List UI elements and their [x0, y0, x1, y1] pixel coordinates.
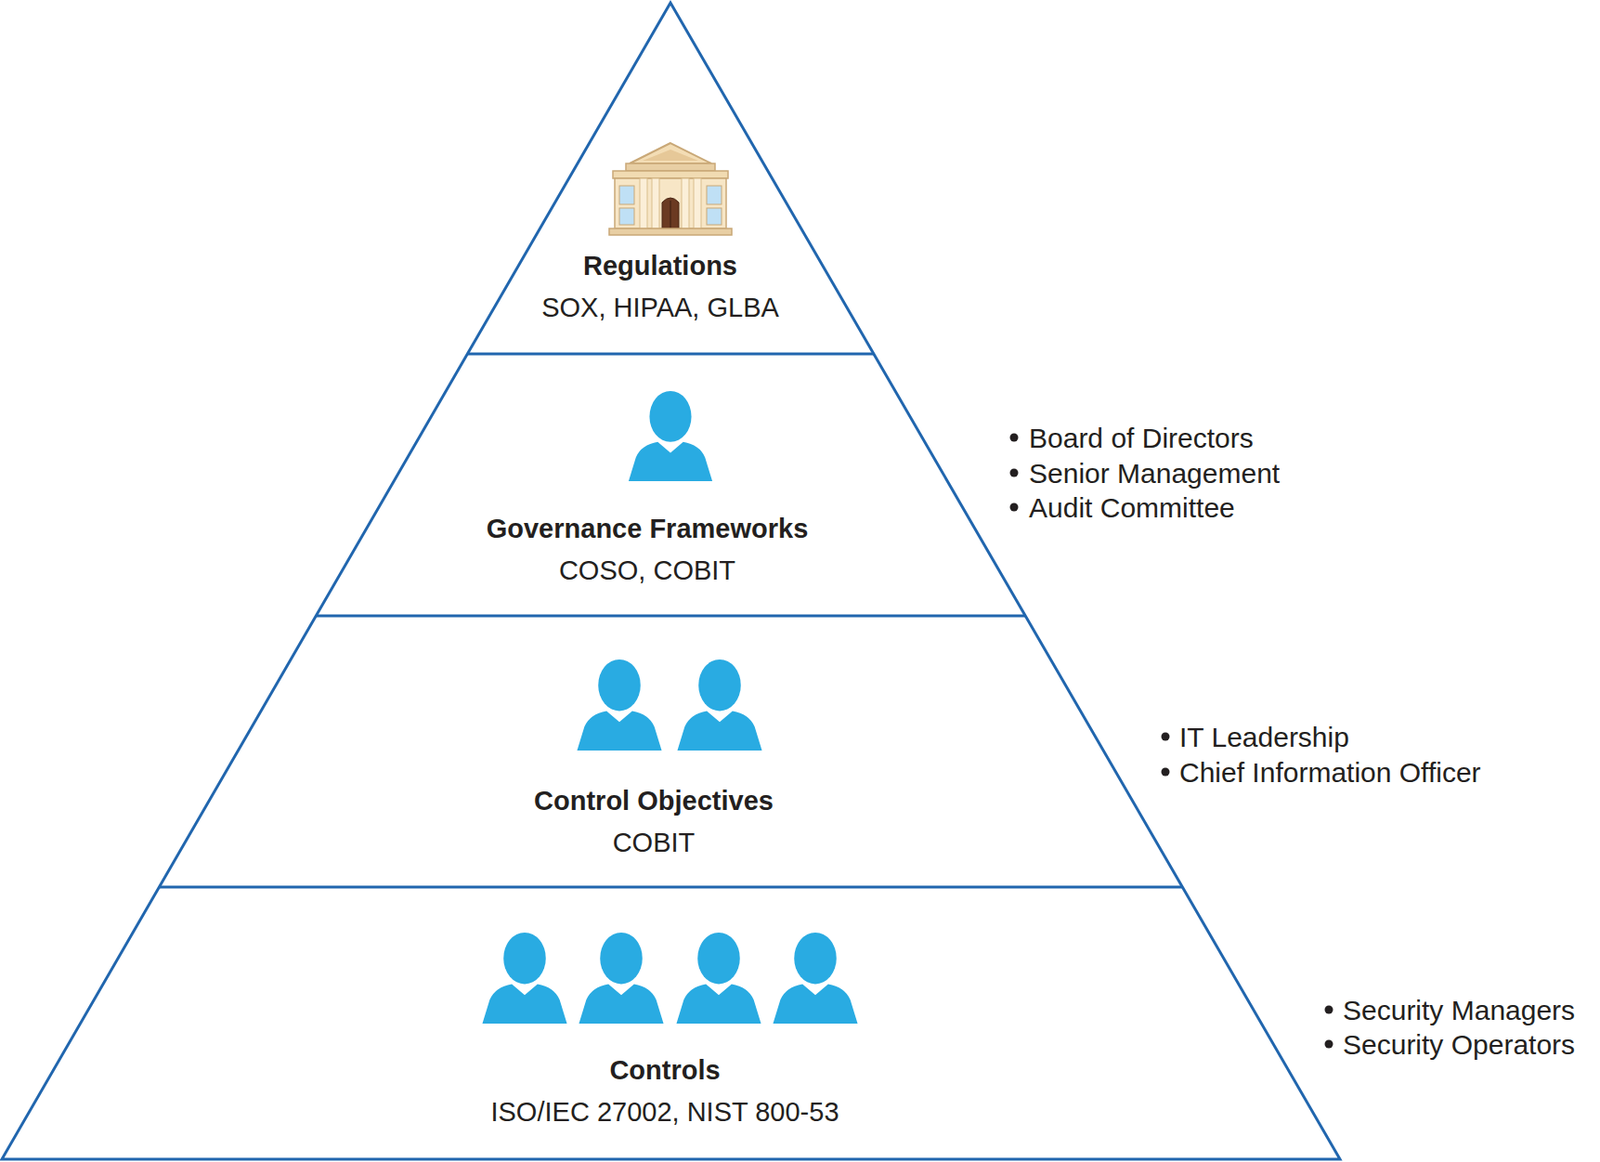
bullet-dot — [1010, 468, 1019, 478]
band-examples: ISO/IEC 27002, NIST 800-53 — [490, 1091, 839, 1133]
role-item: Security Managers — [1342, 992, 1575, 1028]
role-item: Board of Directors — [1028, 420, 1254, 456]
pyramid-outline — [1, 2, 1340, 1159]
band-heading: Control Objectives — [533, 780, 774, 822]
person-icon — [576, 659, 662, 751]
band-divider — [158, 885, 1183, 889]
regulation-band: RegulationsSOX, HIPAA, GLBA — [541, 245, 780, 329]
bullet-dot — [1161, 767, 1171, 777]
band-divider — [467, 352, 874, 356]
bullet-dot — [1010, 503, 1019, 512]
band-examples: COSO, COBIT — [486, 549, 809, 592]
bullet-dot — [1325, 1005, 1334, 1015]
person-icon — [481, 932, 567, 1024]
band-examples: COBIT — [533, 821, 774, 864]
band-divider — [315, 614, 1026, 618]
building-icon — [609, 143, 732, 235]
band-heading: Controls — [490, 1049, 839, 1092]
role-item: Chief Information Officer — [1179, 754, 1482, 790]
bullet-dot — [1161, 732, 1171, 742]
control-band: ControlsISO/IEC 27002, NIST 800-53 — [490, 1049, 839, 1133]
bullet-dot — [1325, 1040, 1334, 1049]
person-icon — [628, 390, 713, 482]
bullet-dot — [1010, 433, 1019, 443]
band-examples: SOX, HIPAA, GLBA — [541, 286, 780, 329]
role-item: IT Leadership — [1179, 719, 1350, 755]
objective-band: Control ObjectivesCOBIT — [533, 780, 774, 864]
person-icon — [676, 932, 761, 1024]
governance-band: Governance FrameworksCOSO, COBIT — [486, 507, 809, 592]
role-item: Senior Management — [1028, 455, 1280, 491]
role-item: Security Operators — [1342, 1027, 1575, 1062]
band-heading: Governance Frameworks — [486, 507, 809, 550]
person-icon — [676, 659, 762, 751]
band-heading: Regulations — [541, 245, 780, 287]
person-icon — [578, 932, 664, 1024]
role-item: Audit Committee — [1028, 490, 1236, 525]
person-icon — [772, 932, 858, 1024]
